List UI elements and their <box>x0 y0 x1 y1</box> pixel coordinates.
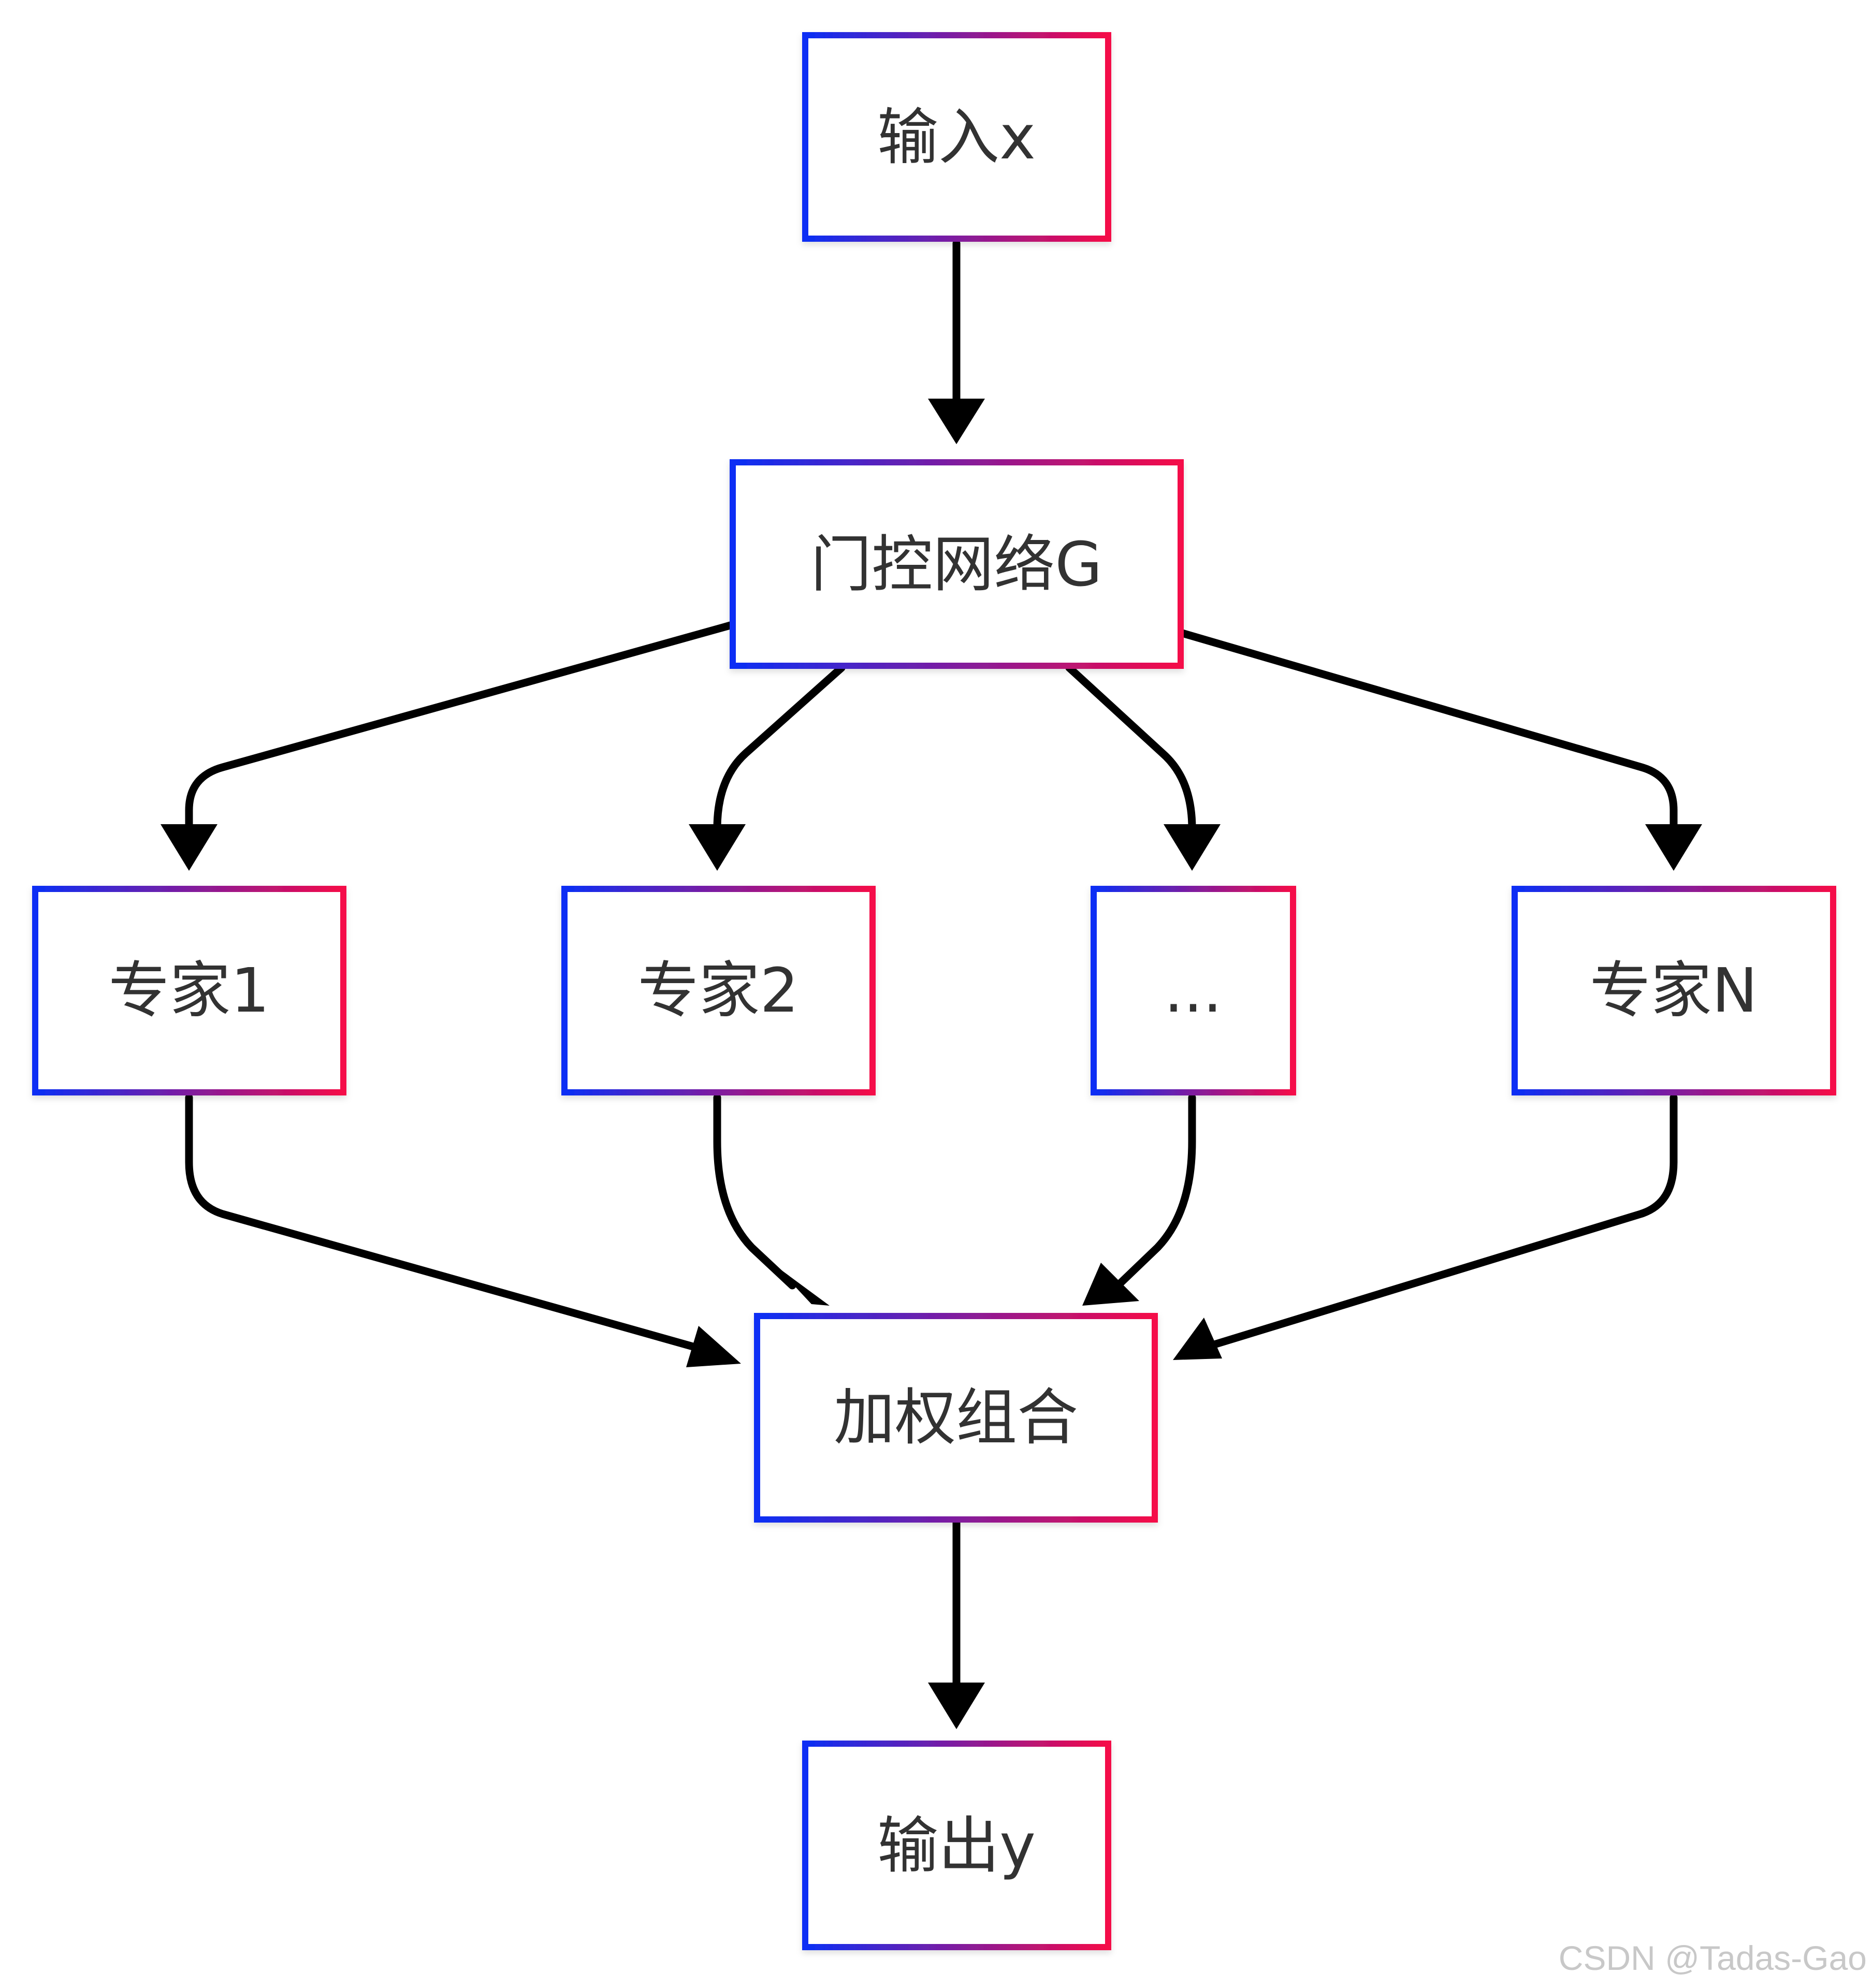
node-output: 输出y <box>802 1741 1111 1950</box>
node-expertN: 专家N <box>1512 886 1836 1095</box>
node-output-label: 输出y <box>877 1810 1036 1881</box>
arrowhead-ellipsis <box>1164 824 1221 871</box>
node-combine-box <box>754 1313 1158 1523</box>
node-expert2-box <box>561 886 876 1095</box>
edge-gate-expert2 <box>713 664 846 832</box>
node-expert1-box <box>32 886 346 1095</box>
node-expert2-label: 专家2 <box>637 955 798 1026</box>
node-input: 输入x <box>802 32 1111 242</box>
arrowhead-expert2 <box>689 824 746 871</box>
node-expert1: 专家1 <box>32 886 346 1095</box>
arrowhead-combine-from-expert1 <box>686 1326 741 1367</box>
watermark: CSDN @Tadas-Gao <box>1559 1939 1867 1977</box>
edge-gate-ellipsis <box>1065 664 1196 832</box>
edge-expertN-combine <box>1210 1093 1678 1349</box>
arrowhead-expert1 <box>161 824 217 871</box>
node-gate: 门控网络G <box>730 459 1184 669</box>
edge-gate-expert1 <box>185 621 734 834</box>
arrowheads <box>161 399 1702 1729</box>
arrowhead-combine-from-expert2 <box>776 1266 830 1306</box>
edge-expert2-combine <box>713 1093 796 1290</box>
arrowhead-gate <box>928 399 985 444</box>
arrowhead-combine-from-expertN <box>1173 1318 1222 1360</box>
node-expert2: 专家2 <box>561 886 876 1095</box>
edge-gate-expertN <box>1177 628 1678 834</box>
node-gate-label: 门控网络G <box>810 529 1102 600</box>
edge-ellipsis-combine <box>1115 1093 1196 1288</box>
node-combine: 加权组合 <box>754 1313 1158 1523</box>
arrowhead-expertN <box>1645 824 1702 871</box>
node-expertN-box <box>1512 886 1836 1095</box>
arrowhead-output <box>928 1683 985 1729</box>
node-ellipsis: ... <box>1091 886 1296 1095</box>
edge-expert1-combine <box>185 1093 714 1355</box>
arrowhead-combine-from-ellipsis <box>1082 1263 1139 1306</box>
node-expertN-label: 专家N <box>1590 955 1758 1026</box>
node-input-label: 输入x <box>877 101 1036 173</box>
node-input-box <box>802 32 1111 242</box>
node-gate-box <box>730 459 1184 669</box>
node-ellipsis-box <box>1091 886 1296 1095</box>
node-ellipsis-label: ... <box>1164 955 1223 1026</box>
node-combine-label: 加权组合 <box>834 1382 1078 1453</box>
edges <box>185 239 1678 1687</box>
node-expert1-label: 专家1 <box>108 955 269 1026</box>
node-output-box <box>802 1741 1111 1950</box>
